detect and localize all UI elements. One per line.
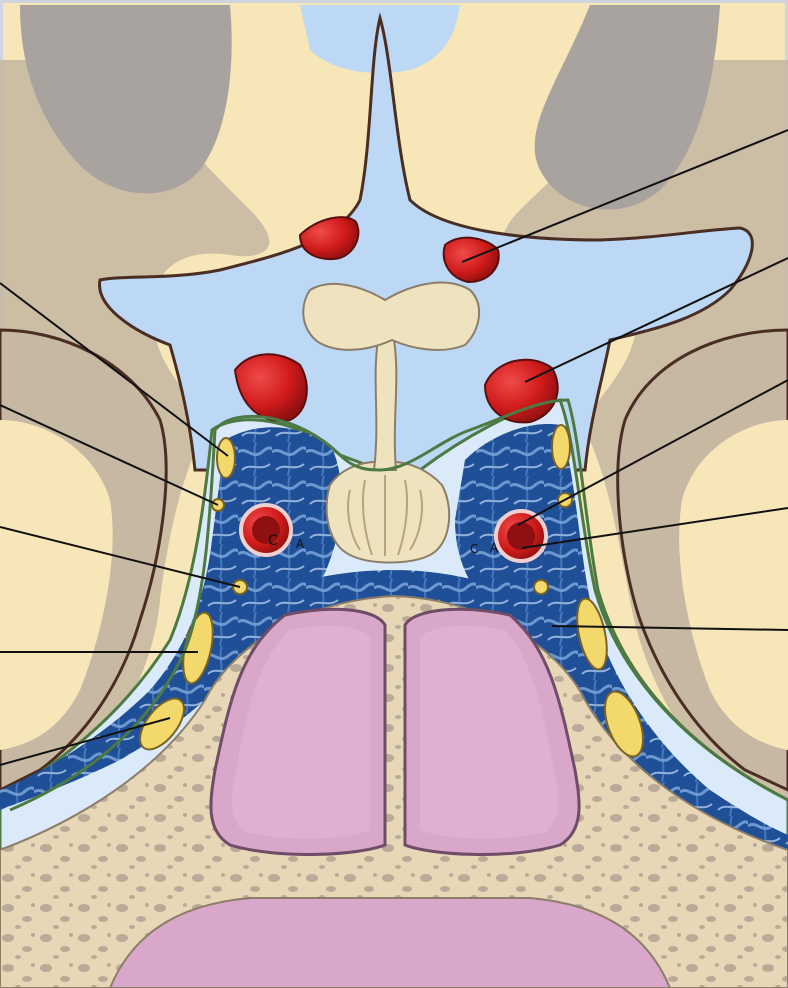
letter-c-right: C [470, 542, 478, 556]
letter-a-left: A [296, 537, 305, 551]
artery-mid-right [485, 360, 558, 423]
nerve-oculomotor-right [552, 425, 570, 469]
letter-a-right: A [490, 541, 499, 555]
pituitary-gland [327, 462, 450, 563]
nerve-oculomotor-left [217, 438, 235, 478]
letter-c-left: C [268, 533, 278, 549]
pituitary-stalk [374, 340, 396, 470]
nasopharynx [110, 898, 670, 988]
nerve-abducens-right [534, 580, 548, 594]
